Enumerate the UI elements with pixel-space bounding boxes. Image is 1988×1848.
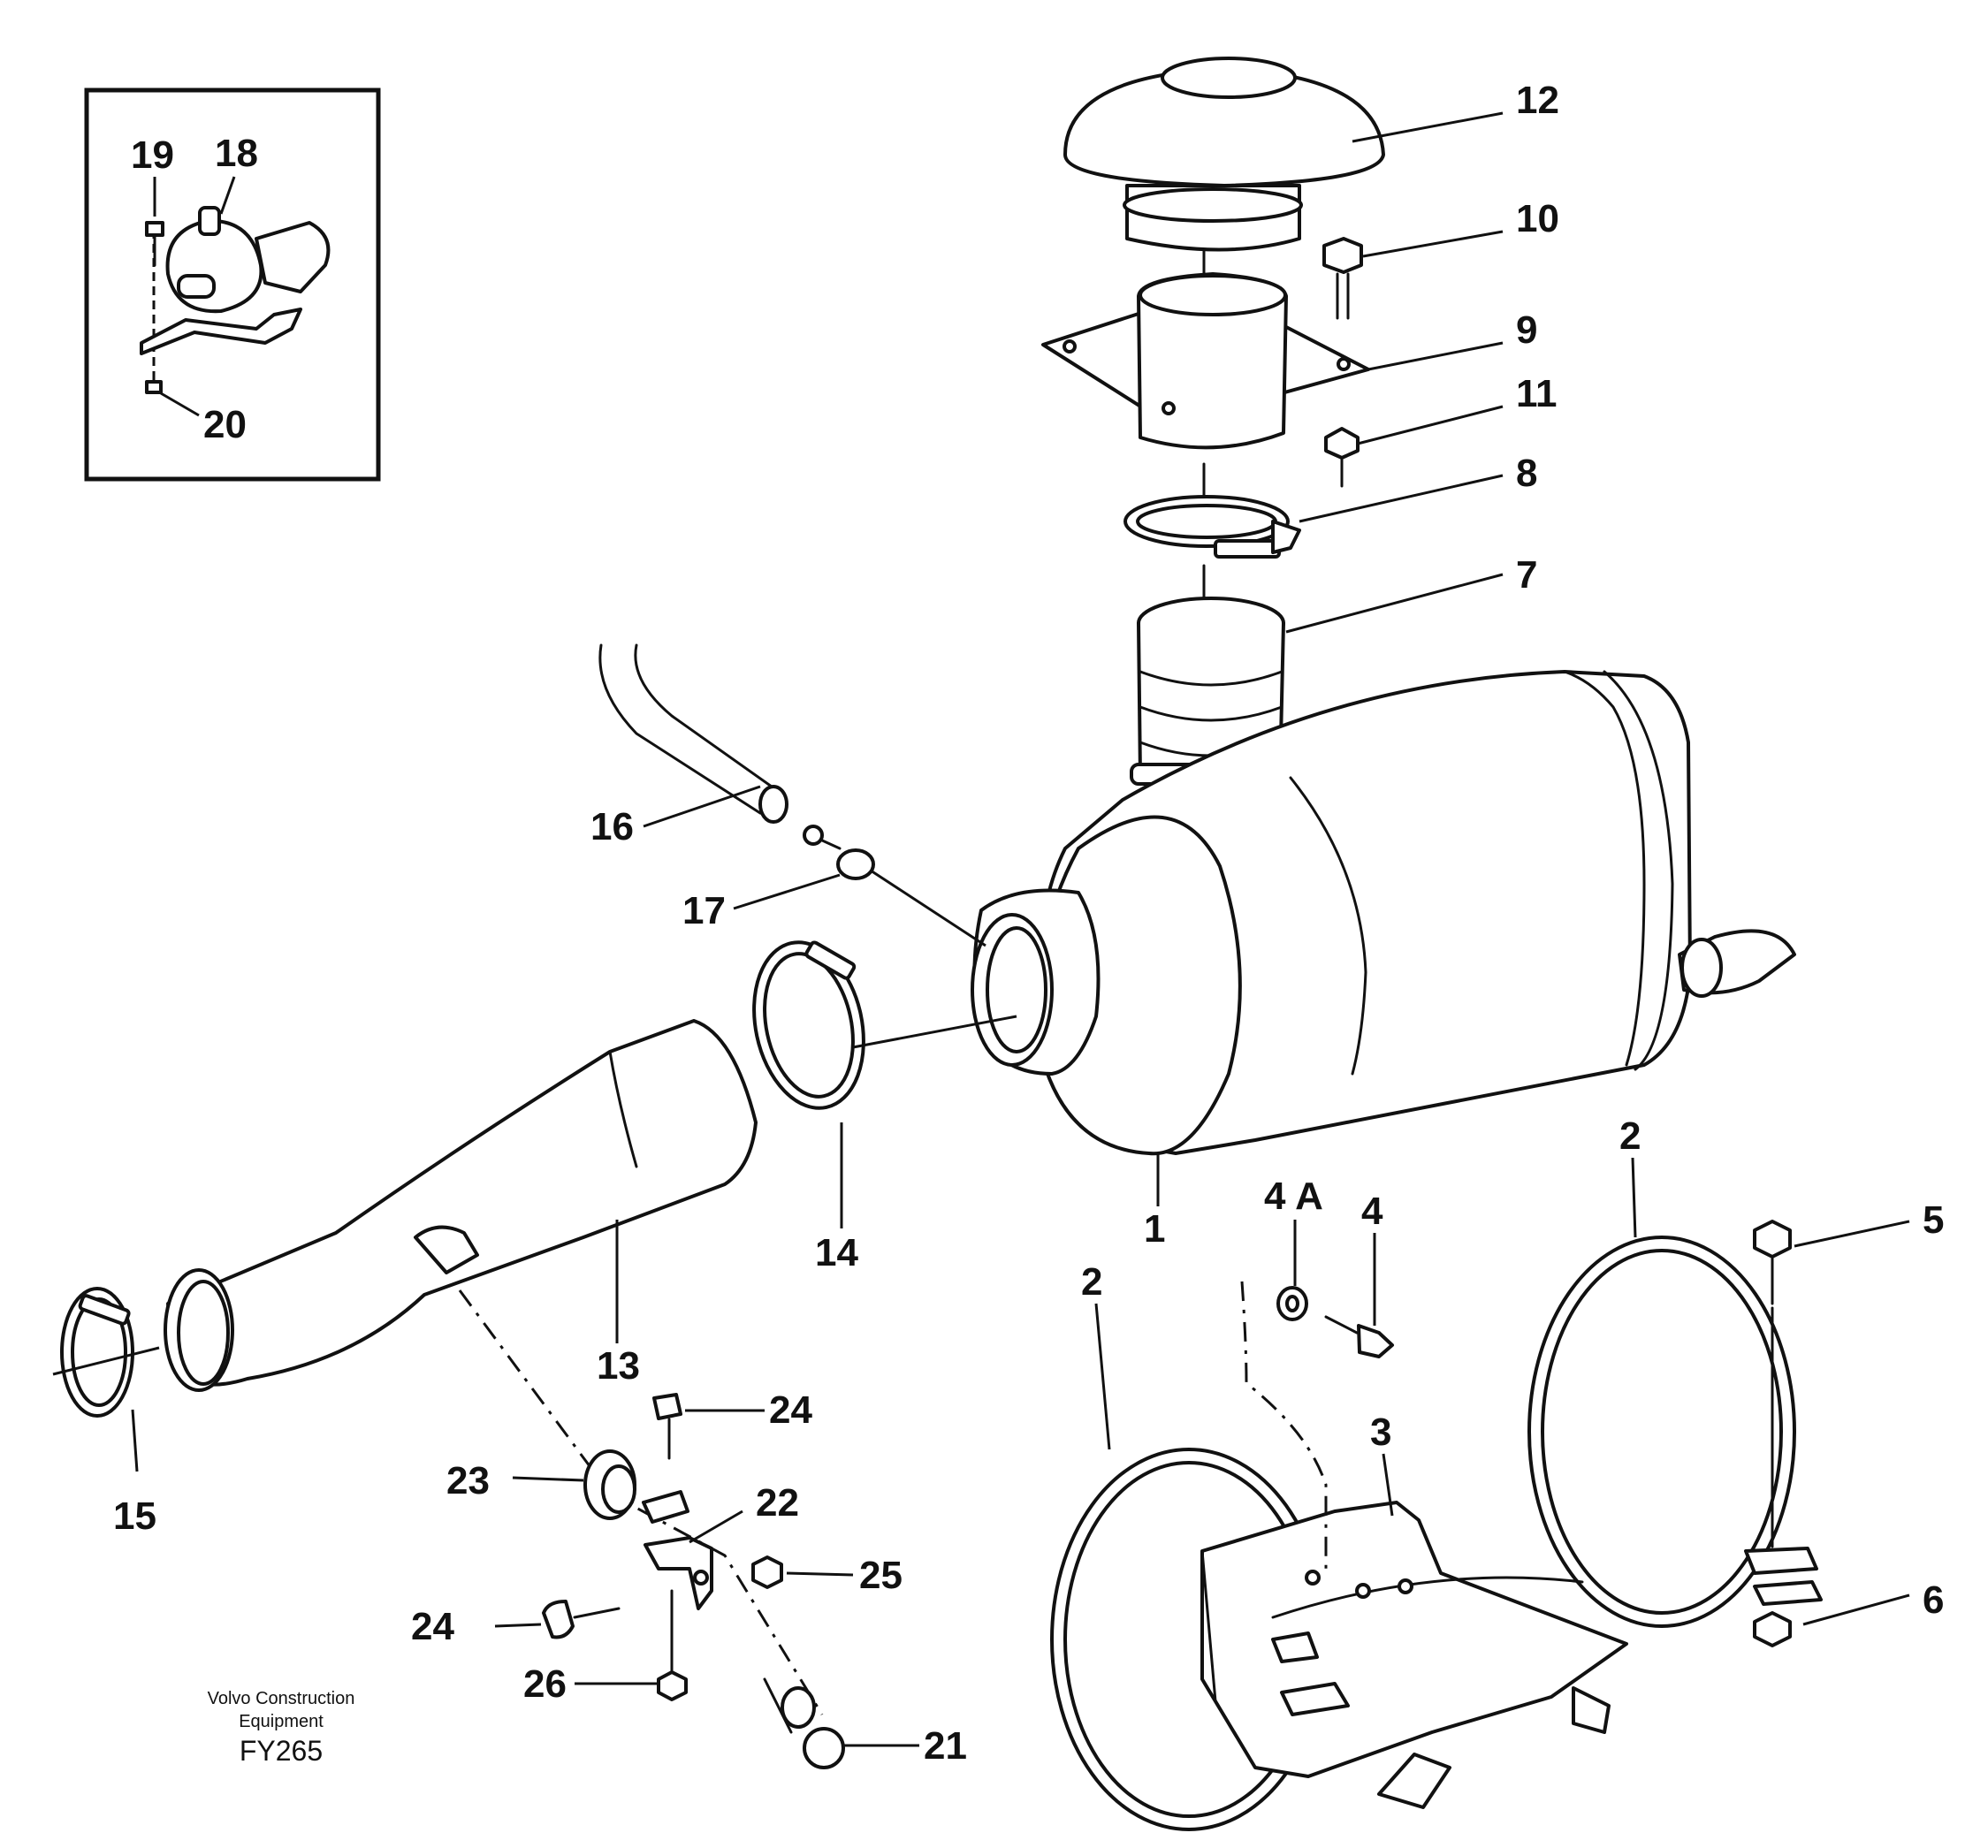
callout-24-left: 24 bbox=[411, 1605, 454, 1648]
nut-6 bbox=[1753, 1611, 1792, 1647]
hose-end-21 bbox=[763, 1677, 845, 1769]
grommet-23 bbox=[583, 1449, 636, 1520]
flange-plate-9 bbox=[1041, 247, 1370, 450]
clamp-14 bbox=[752, 940, 1017, 1110]
inset-nut-20 bbox=[145, 380, 200, 417]
callout-24-top: 24 bbox=[769, 1388, 812, 1432]
leader-lines bbox=[131, 111, 1910, 1747]
callout-16: 16 bbox=[590, 805, 634, 848]
callout-10: 10 bbox=[1516, 197, 1559, 240]
caption-line-2: Equipment bbox=[239, 1712, 324, 1731]
callout-18: 18 bbox=[215, 132, 258, 175]
rain-cap-12 bbox=[1063, 57, 1385, 252]
washer-4a bbox=[1276, 1286, 1308, 1321]
callout-3: 3 bbox=[1370, 1411, 1391, 1454]
caption: Volvo Construction Equipment FY265 bbox=[208, 1689, 355, 1767]
callout-17: 17 bbox=[682, 889, 726, 932]
strap-2-right bbox=[1527, 1236, 1796, 1628]
callout-26: 26 bbox=[523, 1662, 567, 1706]
ground-cable bbox=[1240, 1281, 1328, 1573]
callout-labels: 12 10 9 11 8 7 16 17 14 1 13 15 4 A 4 2 … bbox=[113, 79, 1944, 1768]
air-cleaner-1 bbox=[971, 670, 1796, 1156]
callout-23: 23 bbox=[446, 1459, 490, 1502]
hose-16 bbox=[598, 643, 788, 824]
bracket-22 bbox=[642, 1490, 713, 1610]
callout-9: 9 bbox=[1516, 308, 1537, 352]
bolt-5 bbox=[1753, 1220, 1792, 1548]
callout-1: 1 bbox=[1144, 1207, 1165, 1251]
fitting-17 bbox=[803, 825, 986, 947]
caption-line-1: Volvo Construction bbox=[208, 1689, 355, 1708]
hardware-cluster bbox=[458, 1289, 845, 1769]
callout-2-left: 2 bbox=[1081, 1260, 1102, 1304]
valve-bracket bbox=[140, 206, 331, 355]
callout-15: 15 bbox=[113, 1494, 156, 1538]
callout-11: 11 bbox=[1516, 372, 1558, 415]
callout-2-right: 2 bbox=[1619, 1114, 1641, 1158]
screw-10 bbox=[1322, 237, 1363, 320]
inset-screw-19 bbox=[145, 221, 164, 267]
callout-5: 5 bbox=[1923, 1198, 1944, 1242]
callout-22: 22 bbox=[756, 1481, 799, 1525]
bolt-4 bbox=[1324, 1315, 1394, 1358]
callout-14: 14 bbox=[815, 1231, 858, 1274]
clamp-8 bbox=[1123, 462, 1301, 559]
nut-26 bbox=[657, 1589, 688, 1701]
intake-pipe-13 bbox=[164, 1019, 758, 1392]
bolt-24-left bbox=[542, 1600, 621, 1639]
callout-19: 19 bbox=[131, 133, 174, 177]
callout-20: 20 bbox=[203, 403, 247, 446]
inset-box bbox=[84, 87, 381, 482]
callout-4: 4 bbox=[1361, 1190, 1383, 1233]
callout-8: 8 bbox=[1516, 452, 1537, 495]
callout-4a: 4 A bbox=[1264, 1175, 1323, 1218]
callout-21: 21 bbox=[924, 1724, 967, 1768]
clamp-15 bbox=[52, 1287, 160, 1418]
strap-tabs bbox=[1271, 1547, 1823, 1716]
callout-12: 12 bbox=[1516, 79, 1559, 122]
callout-6: 6 bbox=[1923, 1578, 1944, 1622]
nut-11 bbox=[1324, 427, 1360, 488]
callout-7: 7 bbox=[1516, 553, 1537, 597]
callout-25: 25 bbox=[859, 1554, 903, 1597]
bolt-24-top bbox=[652, 1393, 682, 1460]
callout-13: 13 bbox=[597, 1344, 640, 1388]
caption-code: FY265 bbox=[240, 1735, 323, 1767]
nut-25 bbox=[751, 1555, 783, 1589]
